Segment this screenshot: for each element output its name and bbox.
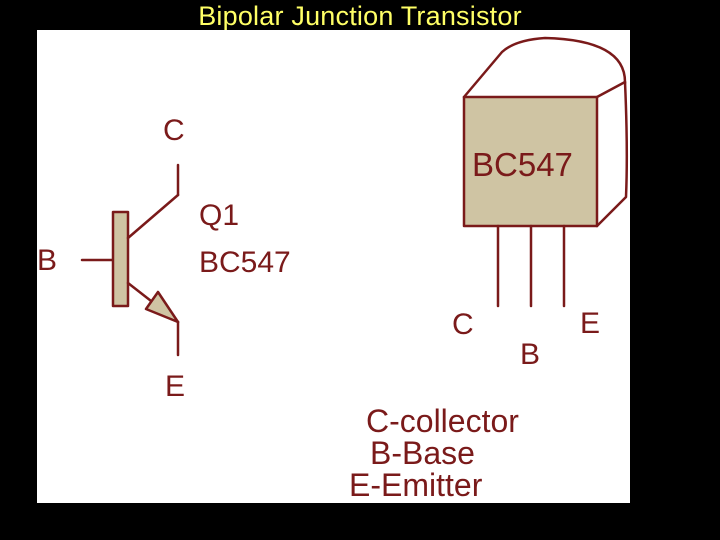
part-value-label: BC547: [199, 246, 291, 279]
package-side: [595, 80, 629, 228]
diagram-title: Bipolar Junction Transistor: [198, 1, 522, 31]
package-pin-c-label: C: [452, 308, 474, 341]
legend-collector: C-collector: [366, 403, 519, 439]
collector-label: C: [163, 114, 185, 147]
package-body: [462, 95, 599, 228]
base-bar: [111, 210, 130, 308]
package-top: [462, 36, 627, 99]
designator-label: Q1: [199, 199, 240, 232]
legend-base: B-Base: [370, 435, 475, 471]
emitter-label: E: [165, 370, 186, 403]
package-pin-b-label: B: [520, 338, 541, 371]
legend-emitter: E-Emitter: [349, 467, 483, 503]
emitter-arrow: [144, 290, 180, 324]
collector-diagonal: [126, 193, 180, 240]
package-pin-e-label: E: [580, 307, 601, 340]
package-marking: BC547: [472, 146, 573, 183]
base-label: B: [37, 244, 58, 277]
